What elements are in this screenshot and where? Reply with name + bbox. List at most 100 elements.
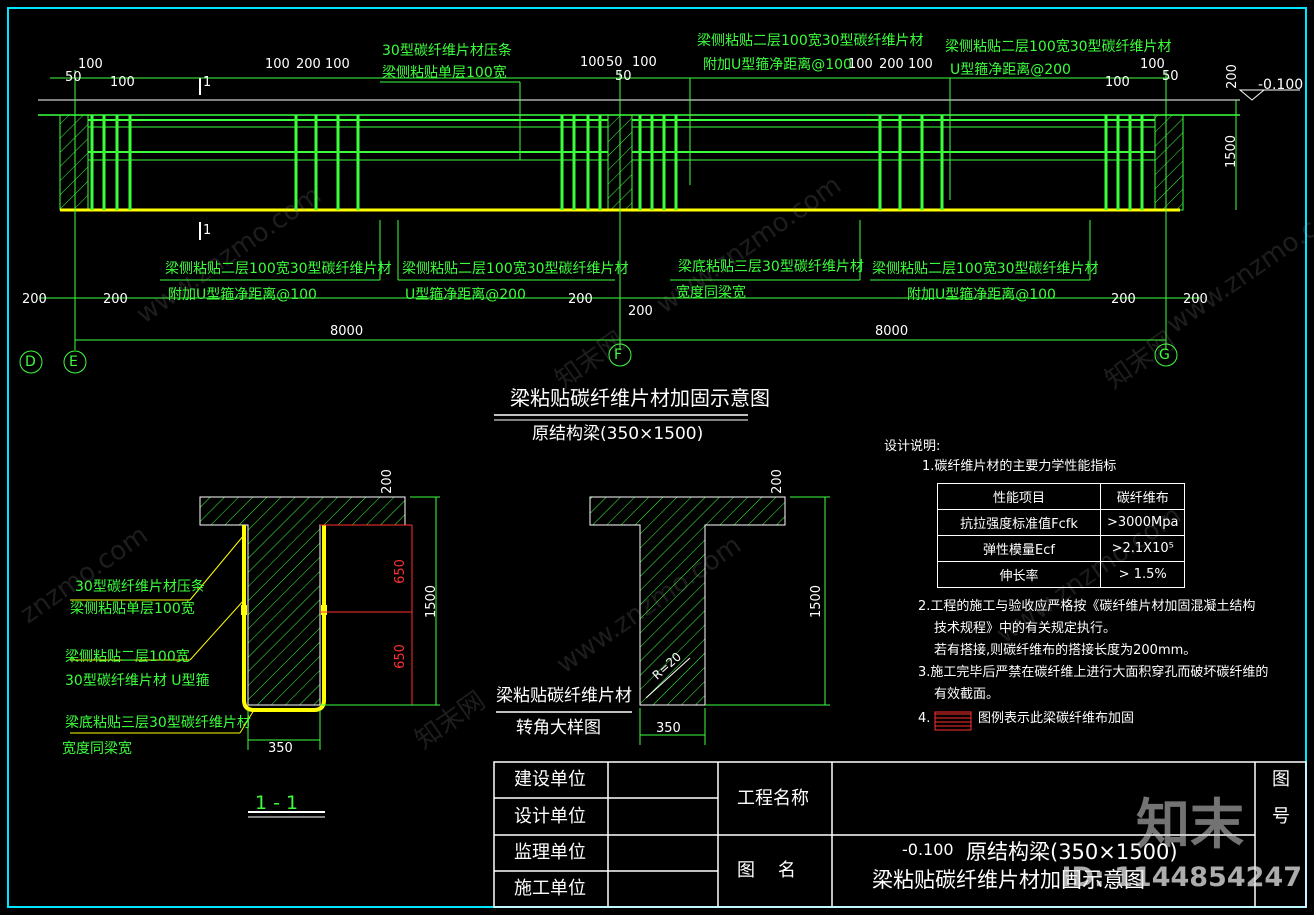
beam-elevation (19, 70, 1300, 374)
table-row: 抗拉强度标准值Fcfk >3000Mpa (937, 509, 1186, 536)
tb-row-label: 监理单位 (514, 842, 586, 863)
top-dim: 100 (1105, 75, 1130, 90)
tb-row-label: 施工单位 (514, 878, 586, 899)
column-hatch-left (59, 114, 89, 211)
axis-bubble-f (608, 343, 632, 367)
table-cell: 弹性模量Ecf (937, 535, 1101, 562)
axis-label-d: D (25, 354, 36, 370)
tb-num-label: 号 (1272, 806, 1290, 827)
u-wrap (242, 525, 326, 712)
tb-row-label: 建设单位 (514, 769, 586, 790)
note-text: 梁侧粘贴单层100宽 (70, 601, 195, 617)
table-row: 伸长率 > 1.5% (937, 561, 1186, 588)
top-dim: 50 (1162, 69, 1179, 84)
note-text: 附加U型箍净距离@100 (907, 287, 1056, 303)
note-text: 梁侧粘贴二层100宽30型碳纤维片材 (165, 261, 392, 277)
u-hoop-group-1 (90, 115, 132, 210)
brand-id: ID: 1144854247 (1061, 862, 1302, 893)
edge-dim: 200 (1111, 292, 1136, 307)
note-text: 梁侧粘贴二层100宽30型碳纤维片材 (402, 261, 629, 277)
section-dim: 200 (379, 469, 395, 494)
tb-drawing-label: 图 名 (737, 860, 796, 881)
section-dim: 650 (392, 644, 408, 669)
corner-subtitle: 转角大样图 (516, 718, 601, 738)
note-text: 梁底粘贴三层30型碳纤维片材 (678, 259, 864, 275)
table-cell: >2.1X10⁵ (1099, 535, 1186, 562)
table-row: 弹性模量Ecf >2.1X10⁵ (937, 535, 1186, 562)
section-1-1 (70, 496, 440, 818)
section-label: 1 - 1 (255, 792, 299, 814)
design-item: 2.工程的施工与验收应严格按《碳纤维片材加固混凝土结构 (918, 599, 1256, 614)
drawing-frame (7, 7, 1307, 908)
edge-dim: 200 (22, 292, 47, 307)
note-text: 30型碳纤维片材 U型箍 (65, 673, 210, 689)
legend-swatch (934, 711, 972, 731)
axis-label-f: F (614, 347, 623, 363)
note-text: 梁侧粘贴单层100宽 (382, 65, 507, 81)
edge-dim: 200 (1183, 292, 1208, 307)
top-dim: 100 (325, 57, 350, 72)
sub-title: 原结构梁(350×1500) (532, 424, 704, 444)
note-text: U型箍净距离@200 (405, 287, 526, 303)
span-dim: 8000 (330, 324, 364, 339)
table-cell: > 1.5% (1099, 561, 1186, 588)
span-dim: 8000 (875, 324, 909, 339)
top-dim: 50 (65, 70, 82, 85)
tb-drawing-name: 梁粘贴碳纤维片材加固示意图 (872, 868, 1145, 892)
design-item: 3.施工完毕后严禁在碳纤维上进行大面积穿孔而破坏碳纤维的 (918, 665, 1269, 680)
top-dim: 100 (848, 57, 873, 72)
edge-dim: 200 (568, 292, 593, 307)
top-dim: 200 (879, 57, 904, 72)
main-title: 梁粘贴碳纤维片材加固示意图 (510, 386, 770, 410)
design-item: 4. (918, 711, 931, 726)
table-header: 碳纤维布 (1099, 483, 1186, 510)
design-item: 1.碳纤维片材的主要力学性能指标 (922, 459, 1117, 474)
note-text: 梁侧粘贴二层100宽30型碳纤维片材 (697, 33, 924, 49)
top-dim: 100 (1140, 57, 1165, 72)
section-mark: 1 (203, 223, 212, 238)
note-text: 宽度同梁宽 (676, 285, 746, 301)
tb-project-label: 工程名称 (737, 788, 809, 809)
design-item: 图例表示此梁碳纤维布加固 (978, 711, 1135, 726)
top-dim: 100 (265, 57, 290, 72)
section-dim: 650 (392, 559, 408, 584)
corner-dim: 200 (769, 469, 785, 494)
top-dim: 100 (78, 57, 103, 72)
axis-bubble-e (63, 350, 87, 374)
design-item: 若有搭接,则碳纤维布的搭接长度为200mm。 (934, 643, 1197, 658)
note-text: 附加U型箍净距离@100 (168, 287, 317, 303)
tb-row-label: 设计单位 (514, 806, 586, 827)
table-header: 性能项目 (937, 483, 1101, 510)
top-dim: 50 (606, 55, 623, 70)
section-dim: 1500 (424, 584, 440, 619)
note-text: 附加U型箍净距离@100 (703, 57, 852, 73)
top-dim: 100 (110, 75, 135, 90)
corner-dim: 1500 (809, 584, 825, 619)
u-hoop-group-4 (878, 115, 944, 210)
column-hatch-right (1154, 114, 1184, 211)
top-dim: 100 (580, 55, 605, 70)
design-heading: 设计说明: (884, 439, 941, 454)
section-mark: 1 (203, 75, 212, 90)
brand-logo: 知末 (1136, 793, 1244, 856)
axis-bubble-g (1154, 343, 1178, 367)
note-text: 梁侧粘贴二层100宽30型碳纤维片材 (872, 261, 1099, 277)
elev-top-dim: 200 (1224, 64, 1240, 89)
title-block-lines (493, 761, 1307, 908)
section-dim: 350 (268, 741, 293, 756)
elevation-label: -0.100 (1258, 77, 1304, 93)
note-text: 30型碳纤维片材压条 (382, 43, 512, 59)
tb-num-label: 图 (1272, 769, 1290, 790)
corner-dim: 350 (656, 721, 681, 736)
design-item: 有效截面。 (934, 687, 1000, 702)
table-cell: 抗拉强度标准值Fcfk (937, 509, 1101, 536)
top-dim: 100 (632, 55, 657, 70)
corner-detail (496, 496, 830, 745)
edge-dim: 200 (103, 292, 128, 307)
note-text: 梁侧粘贴二层100宽30型碳纤维片材 (945, 39, 1172, 55)
axis-label-g: G (1159, 347, 1170, 363)
axis-label-e: E (69, 354, 78, 370)
axis-bubble-d (19, 350, 43, 374)
